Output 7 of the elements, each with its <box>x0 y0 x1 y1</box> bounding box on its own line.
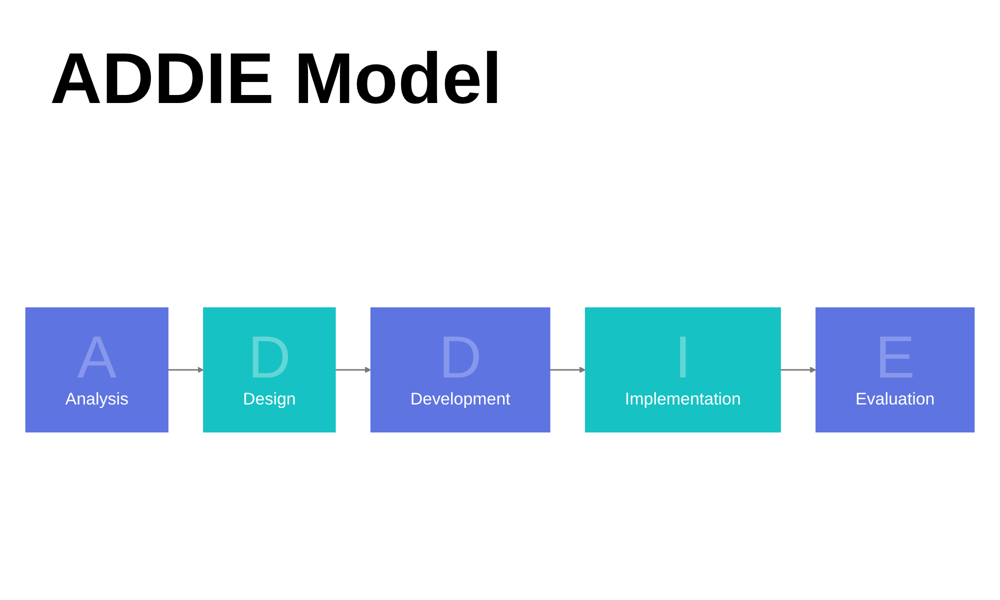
process-box: D Design <box>203 307 336 433</box>
arrow <box>550 366 586 374</box>
arrow <box>780 366 816 374</box>
arrow <box>335 366 372 374</box>
arrow <box>168 366 204 374</box>
process-box: I Implementation <box>584 307 781 433</box>
diagram-title: ADDIE Model <box>50 40 502 120</box>
